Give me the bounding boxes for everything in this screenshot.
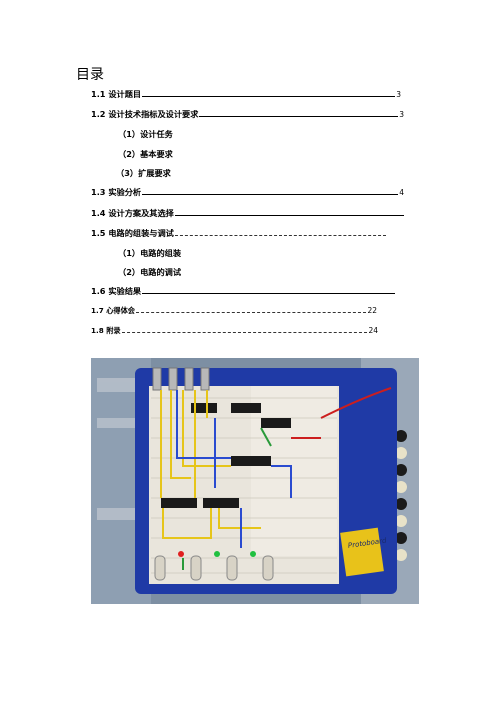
toc-entry-1-6[interactable]: 1.6 实验结果 [91,286,396,297]
toc-entry-label: 1.4 设计方案及其选择 [91,208,174,218]
toc-entry-label: （1）设计任务 [118,129,173,139]
toc-entry-1-5-1[interactable]: （1）电路的组装 [118,248,181,259]
breadboard-illustration: Protoboard [91,358,419,604]
toc-entry-1-7[interactable]: 1.7 心得体会 22 [91,305,377,316]
toc-entry-label: （2）电路的调试 [118,267,182,277]
toc-leader [174,235,386,236]
toc-entry-label: （3）扩展要求 [116,168,171,178]
toc-entry-1-2[interactable]: 1.2 设计技术指标及设计要求 3 [91,109,404,120]
toc-entry-label: 1.3 实验分析 [91,187,142,197]
toc-leader [121,332,368,333]
toc-entry-1-5-2[interactable]: （2）电路的调试 [118,267,181,278]
toc-entry-label: 1.1 设计题目 [91,89,142,99]
toc-entry-page: 3 [396,90,401,99]
toc-title: 目录 [76,67,104,83]
toc-entry-1-4[interactable]: 1.4 设计方案及其选择 [91,208,405,219]
toc-entry-1-5[interactable]: 1.5 电路的组装与调试 [91,228,387,239]
toc-entry-label: 1.8 附录 [91,326,121,335]
toc-entry-label: 1.2 设计技术指标及设计要求 [91,109,199,119]
toc-leader [142,96,396,97]
toc-entry-label: 1.7 心得体会 [91,306,135,315]
toc-leader [174,215,404,216]
toc-leader [136,312,367,313]
toc-entry-page: 24 [368,326,378,335]
toc-entry-1-3[interactable]: 1.3 实验分析 4 [91,187,404,198]
toc-entry-label: （2）基本要求 [118,149,173,159]
toc-entry-label: （1）电路的组装 [118,248,182,258]
toc-entry-page: 22 [367,306,377,315]
toc-leader [142,293,395,294]
toc-entry-label: 1.6 实验结果 [91,286,142,296]
toc-entry-page: 3 [399,110,404,119]
toc-entry-label: 1.5 电路的组装与调试 [91,228,174,238]
toc-entry-1-2-3[interactable]: （3）扩展要求 [116,168,171,179]
breadboard-photo: Protoboard [91,358,419,604]
toc-leader [142,194,399,195]
toc-entry-1-1[interactable]: 1.1 设计题目 3 [91,89,401,100]
toc-entry-1-8[interactable]: 1.8 附录 24 [91,325,378,336]
toc-entry-1-2-2[interactable]: （2）基本要求 [118,149,173,160]
toc-entry-page: 4 [399,188,404,197]
toc-leader [199,116,399,117]
toc-entry-1-2-1[interactable]: （1）设计任务 [118,129,173,140]
